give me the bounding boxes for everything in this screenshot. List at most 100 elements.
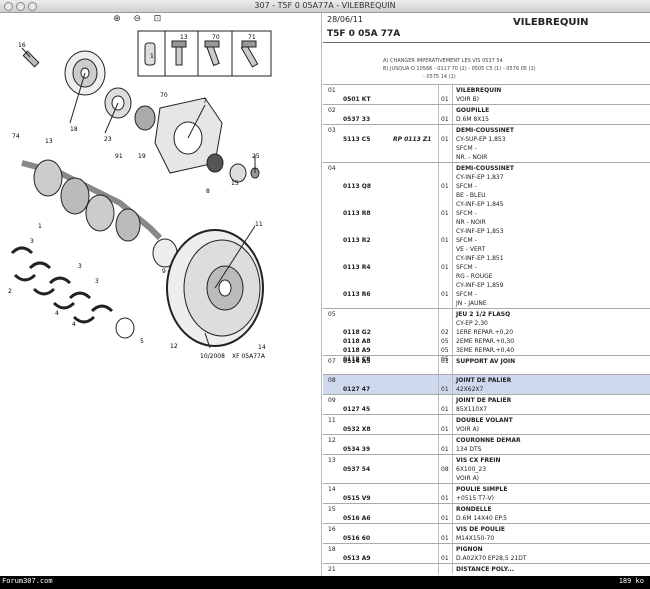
diagram-label-18: 18 — [70, 126, 78, 133]
maximize-window-icon[interactable] — [28, 2, 37, 11]
svg-text:14: 14 — [258, 344, 266, 351]
row-description: JEU 2 1/2 FLASQ — [456, 311, 511, 318]
crankshaft-exploded-diagram: 16 18 23 70 7 19 91 8 15 25 74 13 1 3 2 … — [8, 30, 272, 360]
row-description: SFCM - — [456, 183, 477, 190]
part-quantity: 01 — [441, 426, 449, 433]
list-date: 28/06/11 — [327, 15, 363, 24]
note-line: A) CHANGER IMPERATIVEMENT LES VIS 0537 5… — [383, 58, 503, 64]
row-description: SFCM - — [456, 145, 477, 152]
svg-text:11: 11 — [255, 221, 263, 228]
part-quantity: 01 — [441, 291, 449, 298]
header-divider — [323, 42, 650, 43]
row-description: SFCM - — [456, 210, 477, 217]
svg-text:5: 5 — [140, 338, 144, 345]
svg-text:12: 12 — [170, 343, 178, 350]
row-number: 11 — [328, 417, 336, 424]
row-number: 01 — [328, 87, 336, 94]
row-description: DEMI-COUSSINET — [456, 165, 514, 172]
part-quantity: 01 — [441, 237, 449, 244]
close-window-icon[interactable] — [4, 2, 13, 11]
part-quantity: 02 — [441, 329, 449, 336]
row-description: SUPPORT AV JOIN — [456, 358, 516, 365]
row-description: 1ERE REPAR.+0,20 — [456, 329, 514, 336]
row-description: VIS CX FREIN — [456, 457, 501, 464]
row-number: 08 — [328, 377, 336, 384]
note-line: B) JUSQUA O 10566 - 0117 70 (2) - 0505 C… — [383, 66, 536, 72]
svg-text:70: 70 — [212, 34, 220, 41]
row-description: GOUPILLE — [456, 107, 490, 114]
zoom-fit-icon[interactable]: ⊡ — [153, 14, 162, 24]
row-number: 13 — [328, 457, 336, 464]
svg-text:71: 71 — [248, 34, 256, 41]
part-reference: 0118 A9 — [343, 347, 371, 354]
svg-text:8: 8 — [206, 188, 210, 195]
row-number: 04 — [328, 165, 336, 172]
row-description: POULIE SIMPLE — [456, 486, 508, 493]
row-description: 134 DTS — [456, 446, 482, 453]
row-description: M14X150-70 — [456, 535, 495, 542]
svg-text:19: 19 — [138, 153, 146, 160]
row-number: 18 — [328, 546, 336, 553]
exploded-diagram-pane: ⊕ ⊖ ⊡ — [0, 13, 322, 576]
svg-text:9: 9 — [162, 268, 166, 275]
part-reference: 0501 KT — [343, 96, 371, 103]
row-number: 03 — [328, 127, 336, 134]
zoom-out-icon[interactable]: ⊖ — [133, 14, 141, 24]
row-description: VOIR B) — [456, 96, 480, 103]
row-number: 02 — [328, 107, 336, 114]
part-quantity: 01 — [441, 495, 449, 502]
list-reference: T5F 0 05A 77A — [327, 29, 401, 39]
part-quantity: 05 — [441, 338, 449, 345]
row-description: CY-INF-EP 1,837 — [456, 174, 504, 181]
part-quantity: 01 — [441, 210, 449, 217]
window-title: 307 - T5F 0 05A77A - VILEBREQUIN — [254, 1, 396, 10]
diagram-footer-date: 10/2008 — [200, 353, 225, 360]
svg-text:15: 15 — [231, 180, 239, 187]
part-quantity: 01 — [441, 264, 449, 271]
part-reference: 0113 R4 — [343, 264, 371, 271]
part-quantity: 01 — [441, 515, 449, 522]
part-reference: 0118 G2 — [343, 329, 371, 336]
row-description: JOINT DE PALIER — [456, 377, 512, 384]
svg-text:2: 2 — [8, 288, 12, 295]
row-description: CY-INF-EP 1,853 — [456, 228, 504, 235]
svg-text:1: 1 — [38, 223, 42, 230]
row-description: DEMI-COUSSINET — [456, 127, 514, 134]
part-quantity: 01 — [441, 555, 449, 562]
diagram-label-23: 23 — [104, 136, 112, 143]
zoom-in-icon[interactable]: ⊕ — [113, 14, 121, 24]
row-description: SFCM - — [456, 237, 477, 244]
part-quantity: 01 — [441, 358, 449, 365]
part-reference: 0515 V9 — [343, 495, 371, 502]
row-description: BE - BLEU — [456, 192, 486, 199]
row-description: 2EME REPAR.+0,30 — [456, 338, 515, 345]
diagram-footer-ref: XF 05A77A — [232, 353, 266, 360]
row-description: 6X100_23 — [456, 466, 487, 473]
row-description: CY-INF-EP 1,851 — [456, 255, 504, 262]
row-description: VILEBREQUIN — [456, 87, 502, 94]
part-reference: 0113 R6 — [343, 291, 371, 298]
row-description: +0515 T7-V) — [456, 495, 494, 502]
part-reference: 0537 54 — [343, 466, 371, 473]
svg-text:3: 3 — [95, 278, 99, 285]
svg-text:25: 25 — [252, 153, 260, 160]
minimize-window-icon[interactable] — [16, 2, 25, 11]
parts-table: 01 VILEBREQUIN VOIR B) 0501 KT 01 02 GOUPILLE D… — [323, 84, 650, 574]
status-bar: Forum307.com 189 ko — [0, 576, 650, 589]
